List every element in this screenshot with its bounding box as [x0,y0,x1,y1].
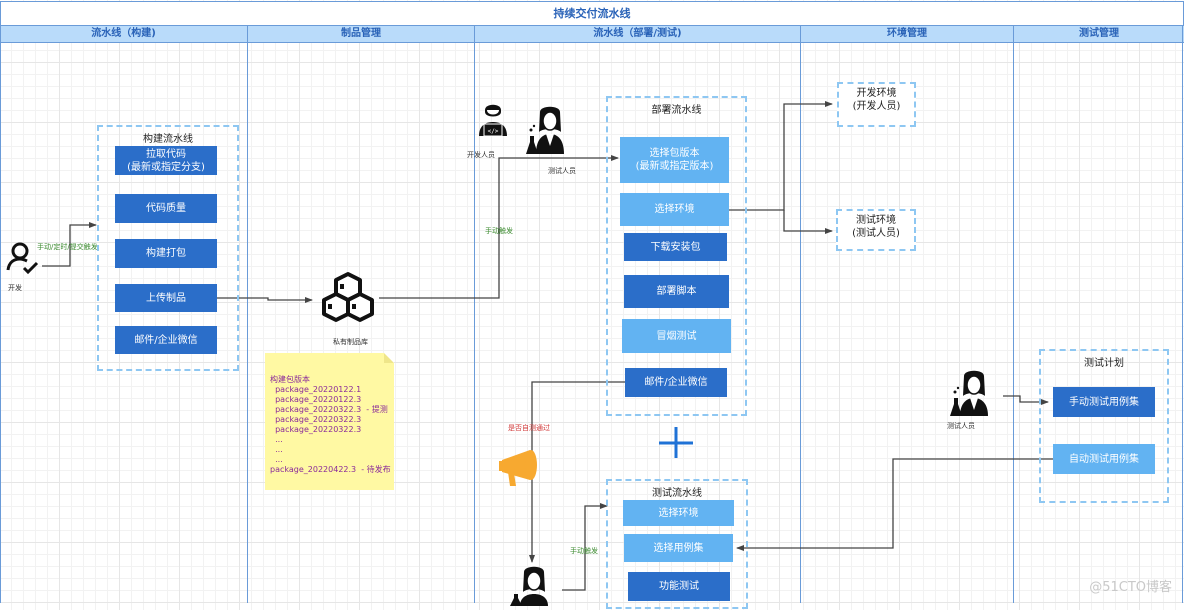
note-line: ... [270,435,283,444]
note-line: package_20220322.3 - 提测 [270,405,388,414]
deploy-pipeline-title: 部署流水线 [651,105,702,116]
step-select-environment[interactable]: 选择环境 [620,193,729,226]
deploy-pipeline-group: 部署流水线 [606,96,747,416]
note-line: ... [270,445,283,454]
test-pipeline-title: 测试流水线 [652,488,702,499]
lane-header-deploy-test: 流水线（部署/测试) [475,25,800,43]
manual-test-cases[interactable]: 手动测试用例集 [1053,387,1155,417]
watermark: @51CTO博客 [1089,580,1172,595]
step-functional-test[interactable]: 功能测试 [628,572,730,601]
note-fold [384,353,394,363]
build-pipeline-title: 构建流水线 [143,134,193,145]
lane-divider [800,25,801,603]
lane-header-environment: 环境管理 [801,25,1013,43]
tester-bottom-icon [508,566,554,606]
svg-text:</>: </> [488,128,499,135]
step-deploy-notify[interactable]: 邮件/企业微信 [625,368,727,397]
lane-divider [0,25,1,603]
step-code-quality[interactable]: 代码质量 [115,194,217,223]
trigger-deploy-label: 手动触发 [485,227,513,235]
note-line: package_20220322.3 [270,425,362,434]
env-testing[interactable]: 测试环境 (测试人员) [836,209,916,251]
note-line: package_20220322.3 [270,415,362,424]
auto-test-cases[interactable]: 自动测试用例集 [1053,444,1155,474]
step-deploy-script[interactable]: 部署脚本 [624,275,729,308]
step-select-version[interactable]: 选择包版本 (最新或指定版本) [620,137,729,183]
note-line: 构建包版本 [270,375,310,384]
step-download-package[interactable]: 下载安装包 [624,233,727,261]
step-test-select-environment[interactable]: 选择环境 [623,500,734,526]
tester-staff-label: 测试人员 [548,167,576,175]
plus-icon [659,427,693,458]
edge-env-to-test [783,210,833,234]
developer-label: 开发 [8,284,22,292]
lane-divider [1182,25,1183,603]
build-pipeline-group: 构建流水线 [97,125,239,371]
step-pull-code[interactable]: 拉取代码 (最新或指定分支) [115,146,217,175]
edge-auto-cases-to-test-suite [736,458,1053,551]
env-development[interactable]: 开发环境 (开发人员) [837,82,916,127]
step-upload-artifact[interactable]: 上传制品 [115,284,217,312]
user-check-icon [5,240,41,276]
trigger-test-label: 手动触发 [570,547,598,555]
note-line: package_20220122.1 [270,385,362,394]
tester-icon [524,106,570,156]
note-line: package_20220122.3 [270,395,362,404]
note-line: ... [270,455,283,464]
lane-header-build: 流水线（构建) [0,25,247,43]
note-line: package_20220422.3 - 待发布 [270,465,391,474]
tester-right-label: 测试人员 [947,422,975,430]
test-plan-title: 测试计划 [1084,358,1124,369]
step-select-test-suite[interactable]: 选择用例集 [624,534,733,562]
lane-divider [474,25,475,603]
lane-divider [1013,25,1014,603]
version-note: 构建包版本 package_20220122.1 package_2022012… [265,353,394,490]
trigger-build-label: 手动/定时/提交触发 [37,243,98,251]
cubes-icon [318,270,378,326]
test-plan-group: 测试计划 [1039,349,1169,503]
step-smoke-test[interactable]: 冒烟测试 [622,319,731,353]
megaphone-icon [498,446,544,488]
self-test-label: 是否自测通过 [508,424,550,432]
step-build-package[interactable]: 构建打包 [115,239,217,268]
lane-header-test-management: 测试管理 [1014,25,1184,43]
diagram-title: 持续交付流水线 [0,1,1184,26]
repository-label: 私有制品库 [333,338,368,346]
tester-right-icon [948,370,994,416]
developer-coder-icon: </> [477,100,509,138]
step-build-notify[interactable]: 邮件/企业微信 [115,326,217,354]
lane-header-artifact: 制品管理 [248,25,474,43]
developer-staff-label: 开发人员 [467,151,495,159]
lane-divider [247,25,248,603]
